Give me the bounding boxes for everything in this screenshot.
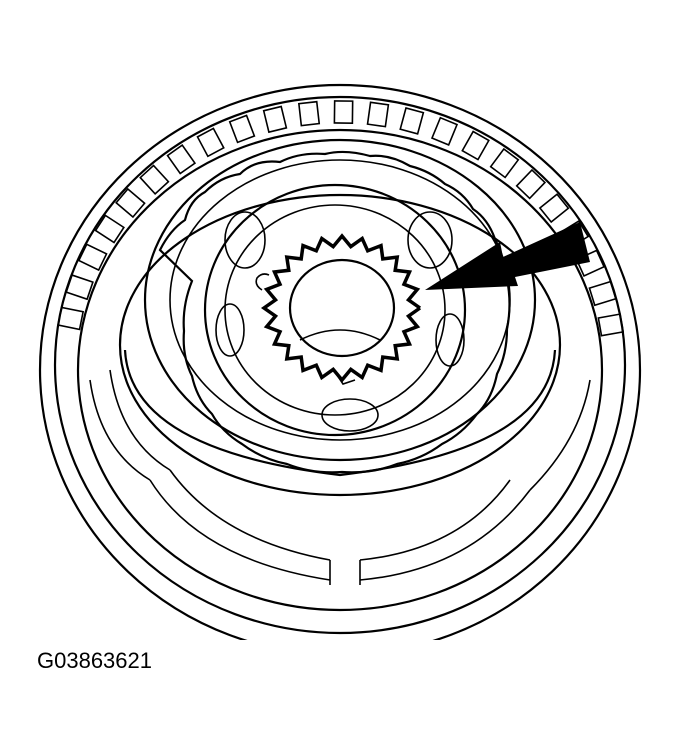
technical-illustration [38,83,642,640]
base-segments [89,369,591,585]
outer-disk [38,83,642,640]
outer-slots [57,100,625,337]
inner-hub [203,183,467,437]
figure-caption: G03863621 [37,648,152,673]
hub-housing [118,138,562,497]
ring-gear [260,233,422,383]
gear-assembly-drawing [38,83,642,640]
clutch-drum [158,150,511,474]
pointer-arrow [425,222,590,290]
gear-bore [255,258,396,385]
